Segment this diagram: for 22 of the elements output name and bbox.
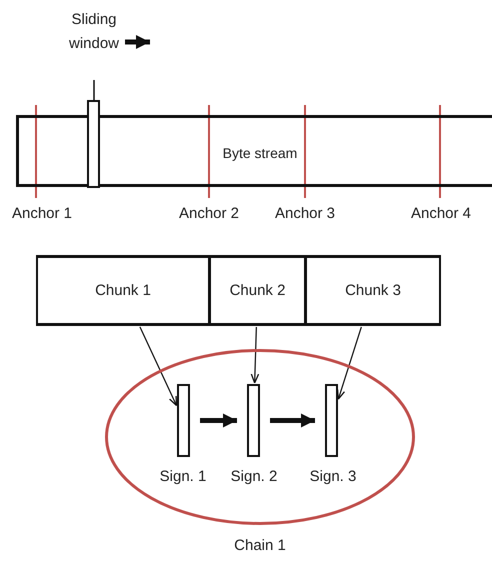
chunk-label: Chunk 1 — [94, 282, 152, 300]
arrow — [336, 326, 362, 400]
chunk-label: Chunk 2 — [228, 282, 286, 300]
chunk-box — [209, 255, 306, 326]
chain-label: Chain 1 — [233, 537, 287, 555]
thick-arrow — [270, 414, 315, 428]
signature-label: Sign. 2 — [230, 468, 278, 486]
chunk-box — [305, 255, 441, 326]
anchor-label: Anchor 3 — [274, 205, 336, 223]
byte-stream-bar — [16, 115, 492, 187]
stream-label: Byte stream — [222, 144, 298, 162]
arrow — [139, 326, 178, 406]
chunk-box — [36, 255, 210, 326]
anchor-label: Anchor 2 — [178, 205, 240, 223]
chunk-label: Chunk 3 — [344, 282, 402, 300]
signature-label: Sign. 3 — [308, 468, 358, 486]
anchor-label: Anchor 4 — [410, 205, 472, 223]
signature-label: Sign. 1 — [158, 468, 208, 486]
anchor-label: Anchor 1 — [10, 205, 74, 223]
arrow — [250, 326, 260, 384]
window-label: Sliding window — [68, 10, 120, 54]
thick-arrow — [200, 414, 237, 428]
